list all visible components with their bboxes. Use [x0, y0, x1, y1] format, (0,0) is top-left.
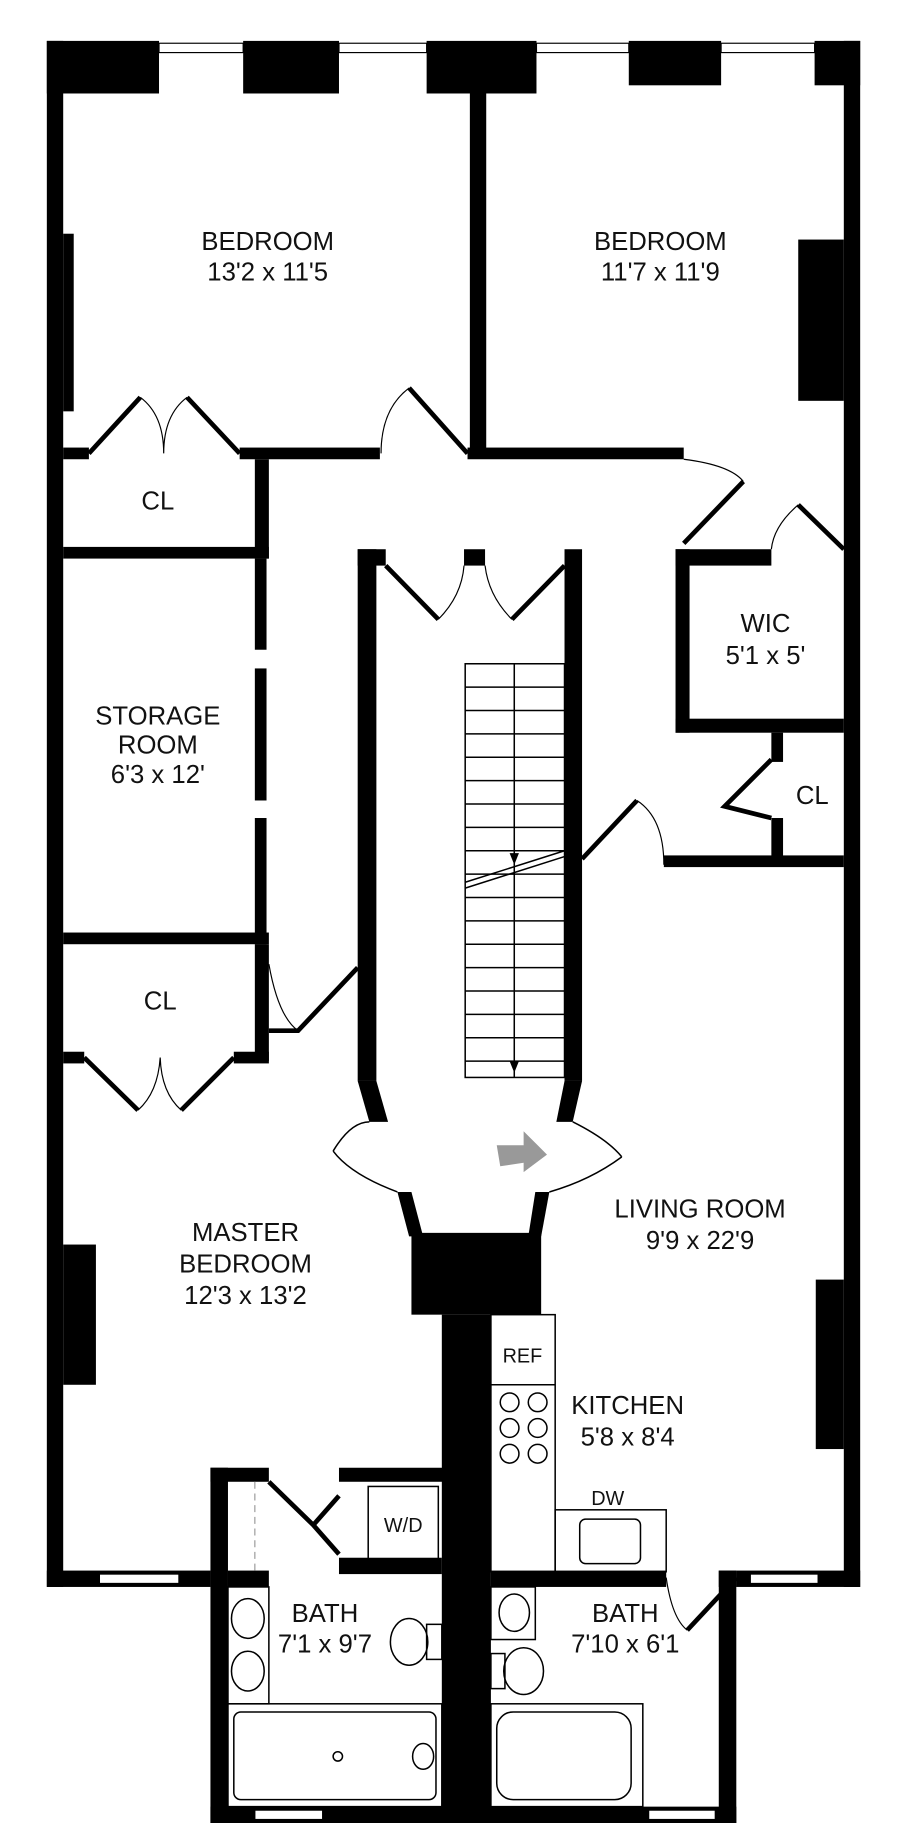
- room-dimensions: 12'3 x 13'2: [184, 1282, 307, 1310]
- staircase: [464, 662, 566, 1079]
- room-name: BEDROOM: [594, 228, 727, 256]
- room-bedroom-2: BEDROOM 11'7 x 11'9: [594, 228, 727, 286]
- kitchen-fixtures: [367, 1313, 667, 1573]
- room-name: MASTER: [192, 1219, 299, 1247]
- room-dimensions: 5'8 x 8'4: [581, 1424, 675, 1452]
- washer-dryer-label: W/D: [384, 1515, 423, 1537]
- room-dimensions: 9'9 x 22'9: [646, 1227, 754, 1255]
- room-bath-2: BATH 7'10 x 6'1: [571, 1600, 679, 1658]
- entry-arrow-icon: [496, 1131, 547, 1173]
- room-kitchen: KITCHEN 5'8 x 8'4: [571, 1392, 684, 1452]
- interior-walls: [63, 60, 844, 1823]
- room-closet-2: CL: [796, 782, 829, 810]
- room-dimensions: 7'10 x 6'1: [571, 1630, 679, 1658]
- stove-burner-icon: [499, 1392, 520, 1413]
- room-name: KITCHEN: [571, 1392, 684, 1420]
- room-living-room: LIVING ROOM 9'9 x 22'9: [614, 1196, 785, 1256]
- refrigerator-label: REF: [503, 1346, 543, 1368]
- room-name: BEDROOM: [201, 228, 334, 256]
- room-bath-1: BATH 7'1 x 9'7: [278, 1600, 372, 1658]
- stove-burner-icon: [499, 1417, 520, 1439]
- dishwasher-label: DW: [591, 1488, 624, 1510]
- room-name: WIC: [741, 610, 791, 638]
- room-name: STORAGE: [95, 703, 220, 731]
- room-dimensions: 6'3 x 12': [111, 761, 205, 789]
- stove-burner-icon: [527, 1417, 548, 1439]
- stove-burner-icon: [527, 1392, 548, 1413]
- room-dimensions: 13'2 x 11'5: [207, 258, 328, 286]
- room-name: LIVING ROOM: [614, 1196, 785, 1224]
- room-closet-3: CL: [144, 988, 177, 1016]
- room-dimensions: 5'1 x 5': [726, 642, 806, 670]
- room-name: ROOM: [118, 732, 198, 760]
- room-bedroom-1: BEDROOM 13'2 x 11'5: [201, 228, 334, 286]
- room-dimensions: 11'7 x 11'9: [601, 258, 720, 286]
- room-closet-1: CL: [141, 488, 174, 516]
- room-dimensions: 7'1 x 9'7: [278, 1630, 372, 1658]
- bath-fixtures: [227, 1586, 644, 1808]
- doors: [82, 386, 846, 1632]
- stove-burner-icon: [527, 1443, 548, 1464]
- room-name: BATH: [592, 1600, 659, 1628]
- windows: [98, 42, 819, 1821]
- room-name: BATH: [292, 1600, 359, 1628]
- stove-burner-icon: [499, 1443, 520, 1464]
- room-master-bedroom: MASTER BEDROOM 12'3 x 13'2: [179, 1219, 312, 1310]
- room-storage: STORAGE ROOM 6'3 x 12': [95, 703, 220, 789]
- room-name: BEDROOM: [179, 1251, 312, 1279]
- room-wic: WIC 5'1 x 5': [726, 610, 806, 670]
